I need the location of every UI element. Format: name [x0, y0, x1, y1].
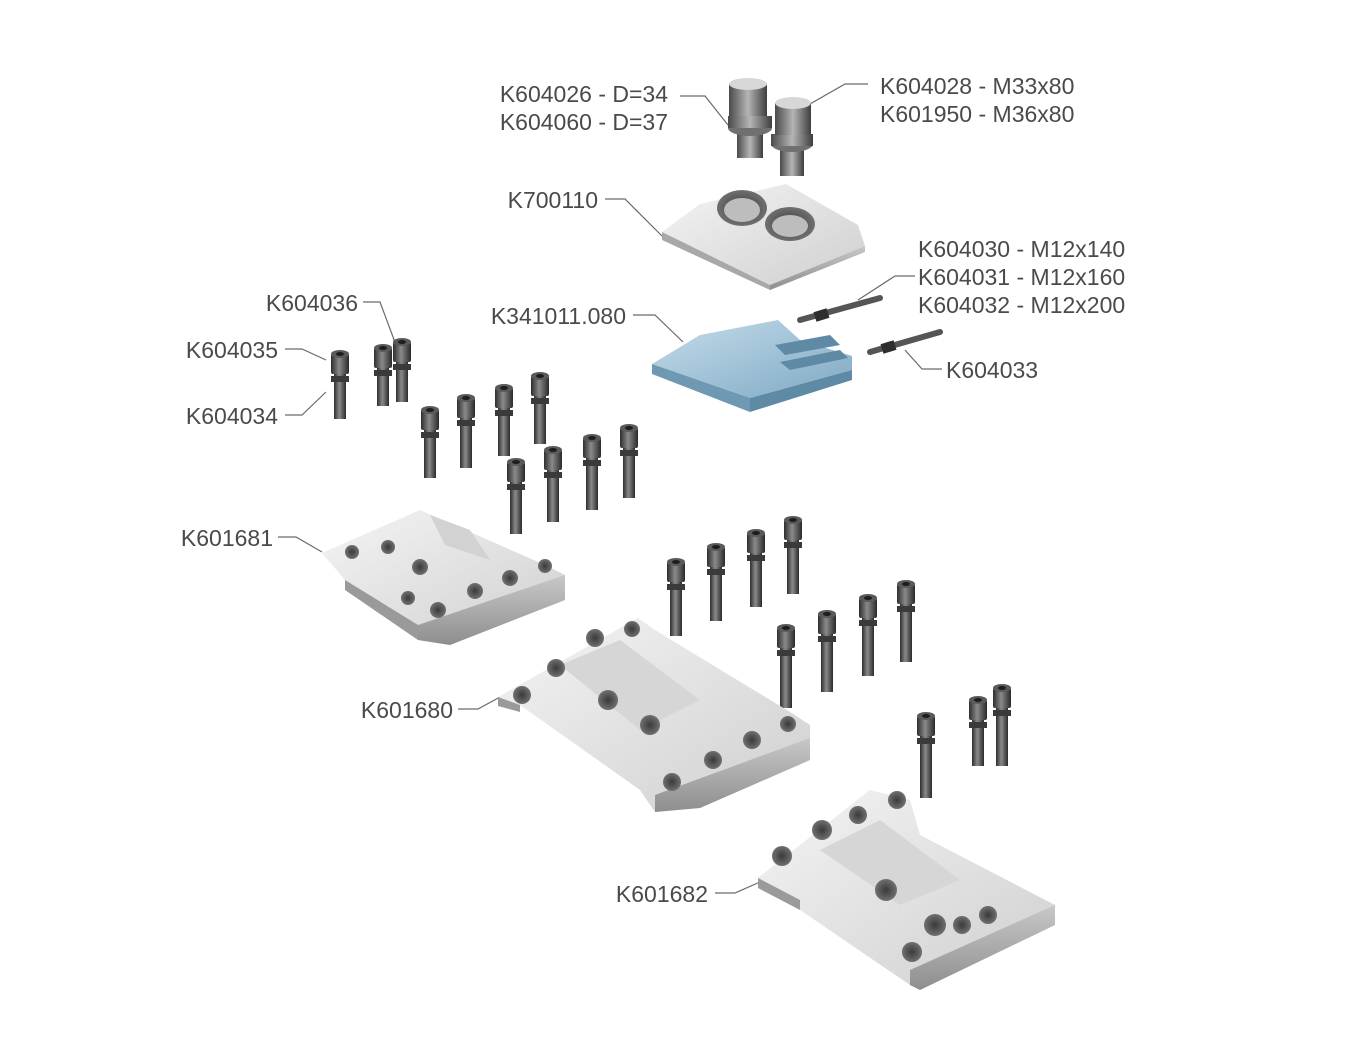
label-pin: K604033: [946, 357, 1039, 383]
wedge-plate: [652, 320, 852, 412]
leader-lines: [278, 83, 942, 894]
label-base-plate-small: K601681: [180, 525, 273, 551]
label-screw-604035: K604035: [185, 337, 278, 363]
label-screw-604034: K604034: [185, 403, 278, 429]
cap-screw: [969, 696, 987, 766]
label-clamp-block: K700110: [507, 187, 598, 213]
cap-screw: [421, 406, 439, 478]
cap-screw: [583, 434, 601, 510]
cap-screw: [818, 610, 836, 692]
hex-bolt-m33: [771, 97, 813, 176]
label-bolt-d37: K604060 - D=37: [499, 109, 668, 135]
label-bolt-m33: K604028 - M33x80: [880, 73, 1075, 99]
label-screw-604036: K604036: [265, 290, 358, 316]
cap-screw: [777, 624, 795, 708]
cap-screw: [993, 684, 1011, 766]
cap-screw: [620, 424, 638, 498]
cap-screw: [507, 458, 525, 534]
label-base-plate-large: K601680: [360, 697, 453, 723]
cap-screw: [917, 712, 935, 798]
cap-screw: [707, 543, 725, 621]
hex-bolt-d34: [728, 78, 772, 158]
cap-screw: [897, 580, 915, 662]
label-base-plate-medium: K601682: [615, 881, 708, 907]
cap-screw: [393, 338, 411, 402]
label-screw-m12x160: K604031 - M12x160: [918, 264, 1126, 290]
base-plate-small: [322, 510, 565, 645]
base-plate-medium: [758, 790, 1055, 990]
clamp-block: [662, 184, 865, 290]
cap-screw: [531, 372, 549, 444]
label-bolt-m36: K601950 - M36x80: [880, 101, 1075, 127]
cap-screw: [331, 350, 349, 419]
cap-screw: [495, 384, 513, 456]
cap-screw: [544, 446, 562, 522]
base-plate-large: [498, 618, 810, 812]
cap-screw-group: [331, 338, 1011, 798]
label-screw-m12x140: K604030 - M12x140: [918, 236, 1126, 262]
long-screw-m12: [797, 295, 883, 323]
cap-screw: [374, 344, 392, 406]
label-wedge-plate: K341011.080: [490, 303, 626, 329]
label-screw-m12x200: K604032 - M12x200: [918, 292, 1126, 318]
cap-screw: [784, 516, 802, 594]
cap-screw: [457, 394, 475, 468]
cap-screw: [747, 529, 765, 607]
cap-screw: [667, 558, 685, 636]
cap-screw: [859, 594, 877, 676]
label-bolt-d34: K604026 - D=34: [499, 81, 668, 107]
pin: [867, 329, 943, 355]
